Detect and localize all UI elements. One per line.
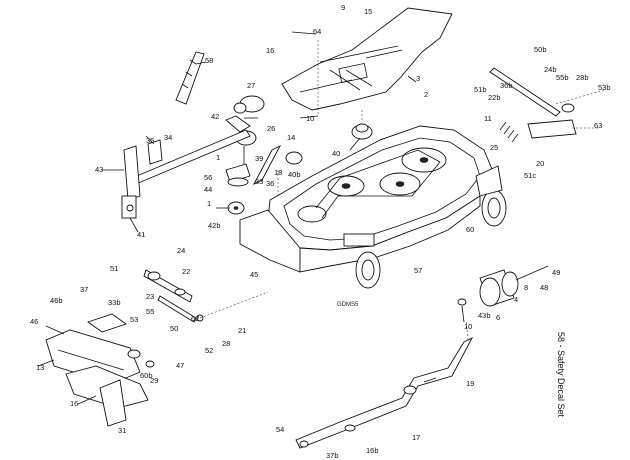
callout-54: 54 — [276, 425, 284, 434]
callout-34: 34 — [164, 133, 172, 142]
callout-50: 50 — [170, 324, 178, 333]
spindle-motor — [457, 265, 549, 307]
deck-wheels — [343, 165, 507, 289]
callout-4: 4 — [514, 295, 518, 304]
callout-9: 9 — [341, 3, 345, 12]
callout-40: 40 — [332, 149, 340, 158]
callout-29: 29 — [150, 376, 158, 385]
callout-41: 41 — [137, 230, 145, 239]
callout-55b: 55b — [556, 73, 569, 82]
callout-36: 36 — [266, 179, 274, 188]
callout-17: 17 — [412, 433, 420, 442]
callout-27: 27 — [247, 81, 255, 90]
callout-23: 23 — [146, 292, 154, 301]
callout-58: 58 — [205, 56, 213, 65]
callout-leaders — [37, 31, 465, 405]
callout-46: 46 — [30, 317, 38, 326]
callout-21: 21 — [238, 326, 246, 335]
drive-rod — [295, 319, 474, 449]
callout-45: 45 — [250, 270, 258, 279]
callout-47: 47 — [176, 361, 184, 370]
callout-31: 31 — [118, 426, 126, 435]
rear-link-assembly — [489, 67, 605, 143]
callout-57: 57 — [414, 266, 422, 275]
callout-13: 13 — [36, 363, 44, 372]
callout-33: 33 — [255, 177, 263, 186]
callout-6: 6 — [496, 313, 500, 322]
callout-22: 22 — [182, 267, 190, 276]
callout-15: 15 — [364, 7, 372, 16]
callout-24: 24 — [177, 246, 185, 255]
callout-40b: 40b — [288, 170, 301, 179]
linkage-arm — [225, 144, 303, 196]
callout-46b: 46b — [50, 296, 63, 305]
callout-18: 18 — [274, 168, 282, 177]
callout-26: 26 — [267, 124, 275, 133]
callout-50b: 50b — [534, 45, 547, 54]
callout-22b: 22b — [488, 93, 501, 102]
spindle-pulley-left — [227, 201, 245, 215]
callout-16c: 16 — [70, 399, 78, 408]
callout-24b: 24b — [544, 65, 557, 74]
callout-42: 42 — [211, 112, 219, 121]
callout-51c: 51c — [524, 171, 536, 180]
height-adjust-linkage — [143, 269, 269, 323]
callout-16: 16 — [266, 46, 274, 55]
mower-deck — [239, 125, 495, 273]
callout-2: 2 — [424, 90, 428, 99]
callout-37b: 37b — [326, 451, 339, 460]
callout-28: 28 — [222, 339, 230, 348]
callout-39: 39 — [255, 154, 263, 163]
callout-56: 56 — [204, 173, 212, 182]
callout-43b: 43b — [478, 311, 491, 320]
callout-60: 60 — [466, 225, 474, 234]
callout-3: 3 — [416, 74, 420, 83]
callout-52: 52 — [205, 346, 213, 355]
safety-decal-note: 58 - Safety Decal Set — [556, 332, 566, 418]
callout-35: 35 — [146, 136, 154, 145]
lift-rod — [121, 129, 251, 219]
callout-10b: 10 — [464, 322, 472, 331]
callout-53b: 53b — [598, 83, 611, 92]
callout-62: 62 — [191, 314, 199, 323]
callout-44: 44 — [204, 185, 212, 194]
callout-51: 51 — [110, 264, 118, 273]
callout-16b: 16b — [366, 446, 379, 455]
callout-53: 53 — [130, 315, 138, 324]
callout-8: 8 — [524, 283, 528, 292]
callout-48: 48 — [540, 283, 548, 292]
callout-60b: 60b — [140, 371, 153, 380]
spindle-top — [351, 110, 373, 140]
callout-55: 55 — [146, 307, 154, 316]
belt-cover — [281, 7, 453, 116]
callout-28b: 28b — [576, 73, 589, 82]
callout-42b: 42b — [208, 221, 221, 230]
callout-63: 63 — [594, 121, 602, 130]
callout-49: 49 — [552, 268, 560, 277]
idler-arm-bracket — [175, 51, 205, 105]
callout-19: 19 — [466, 379, 474, 388]
callout-10: 10 — [306, 114, 314, 123]
callout-20: 20 — [536, 159, 544, 168]
callout-1b: 1 — [207, 199, 211, 208]
callout-1: 1 — [216, 153, 220, 162]
figure-code: GDMS5 — [337, 302, 359, 308]
callout-64: 64 — [313, 27, 321, 36]
callout-36b: 36b — [500, 81, 513, 90]
callout-51b: 51b — [474, 85, 487, 94]
callout-25: 25 — [490, 143, 498, 152]
callout-33b: 33b — [108, 298, 121, 307]
callout-14: 14 — [287, 133, 295, 142]
callout-43: 43 — [95, 165, 103, 174]
callout-37: 37 — [80, 285, 88, 294]
callout-11: 11 — [484, 114, 492, 123]
callout-labels: 9 15 64 16 3 2 10 58 27 42 26 34 35 43 1… — [30, 3, 611, 460]
side-plate-assembly — [45, 313, 155, 427]
